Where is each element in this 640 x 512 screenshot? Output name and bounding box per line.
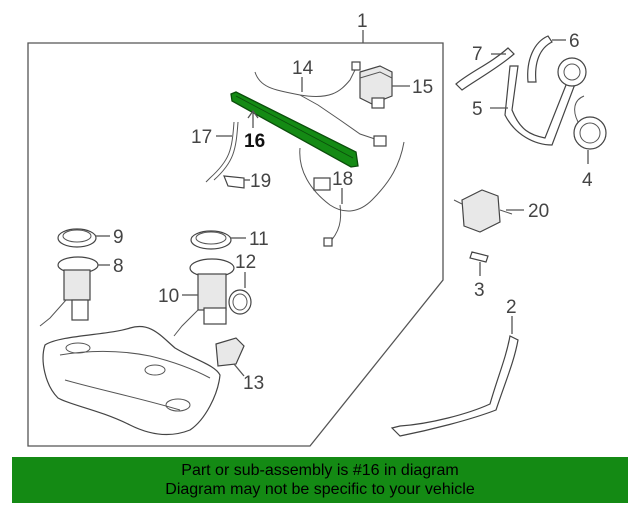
part-9-lock-ring[interactable] [57,228,110,248]
info-banner: Part or sub-assembly is #16 in diagram D… [12,457,628,503]
part-6-hose[interactable] [527,35,566,83]
callout-1[interactable]: 1 [357,11,368,32]
callout-12[interactable]: 12 [235,252,256,273]
callout-11[interactable]: 11 [249,229,269,250]
callout-17[interactable]: 17 [191,127,212,148]
callout-14[interactable]: 14 [292,58,314,79]
part-17-tube[interactable] [205,121,239,183]
callout-3[interactable]: 3 [474,280,485,301]
part-16-highlighted[interactable] [230,91,359,168]
fuel-tank[interactable] [42,326,221,436]
part-7-hose[interactable] [455,47,515,91]
callout-20[interactable]: 20 [528,201,549,222]
callout-15[interactable]: 15 [412,77,433,98]
callout-8[interactable]: 8 [113,256,124,277]
part-3-clip[interactable] [469,251,489,276]
banner-line-2: Diagram may not be specific to your vehi… [165,481,475,498]
part-5-filler-pipe[interactable] [490,57,587,146]
callout-16[interactable]: 16 [244,131,265,152]
part-19-clip[interactable] [223,175,250,189]
part-8-pump[interactable] [39,256,110,327]
part-20-filter[interactable] [453,189,524,233]
part-11-ring[interactable] [190,230,246,250]
part-10-pump[interactable] [173,258,235,337]
callout-9[interactable]: 9 [113,227,124,248]
callout-6[interactable]: 6 [569,31,580,52]
part-12-o-ring[interactable] [228,272,252,315]
part-15-module[interactable] [359,65,410,109]
part-13-sensor[interactable] [215,337,245,377]
callout-2[interactable]: 2 [506,297,517,318]
assembly-box [27,42,444,447]
callout-7[interactable]: 7 [472,44,483,65]
callout-18[interactable]: 18 [332,169,353,190]
callout-13[interactable]: 13 [243,373,264,394]
part-18-harness[interactable] [299,141,405,247]
callout-10[interactable]: 10 [158,286,179,307]
callout-4[interactable]: 4 [582,170,593,191]
part-14-harness[interactable] [254,61,387,147]
part-4-fuel-cap[interactable] [573,95,607,164]
part-2-strap[interactable] [390,316,519,437]
parts-diagram: 1 14 15 16 17 19 [27,11,607,447]
banner-line-1: Part or sub-assembly is #16 in diagram [181,462,459,479]
callout-19[interactable]: 19 [250,171,271,192]
callout-5[interactable]: 5 [472,99,483,120]
